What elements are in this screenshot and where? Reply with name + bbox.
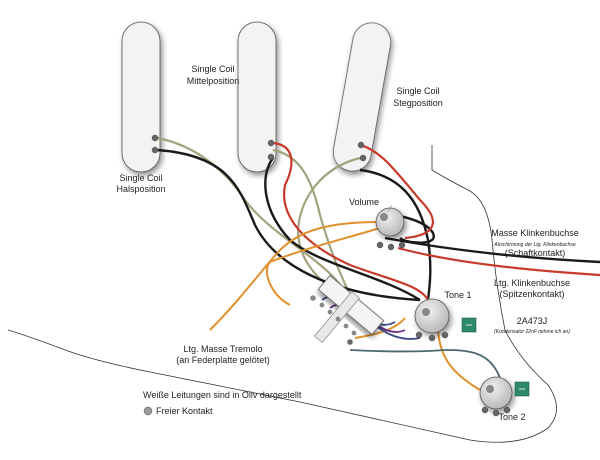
label-jack-signal: Ltg. Klinkenbuchse (494, 278, 570, 288)
label-tone2: Tone 2 (498, 412, 525, 422)
pickup-bridge (332, 22, 392, 172)
pickup-neck (121, 21, 161, 173)
pickup-contacts (151, 134, 367, 162)
label-legend-free: Freier Kontakt (156, 406, 213, 416)
label-tone1: Tone 1 (444, 290, 471, 300)
label-volume: Volume (349, 197, 379, 207)
label-tremolo-1: Ltg. Masse Tremolo (183, 344, 262, 354)
label-capacitor-note: (Kondensator 22nF nehme ich an) (494, 329, 570, 335)
body-outline (7, 145, 557, 443)
label-legend-olive: Weiße Leitungen sind in Oliv dargestellt (143, 390, 302, 400)
label-jack-ground: Masse Klinkenbuchse (491, 228, 579, 238)
volume-pot-shaft (380, 213, 388, 221)
label-jack-signal-sub: (Spitzenkontakt) (499, 289, 564, 299)
tone2-pot-shaft (486, 385, 494, 393)
label-jack-ground-note: Abschirmung der Ltg. Klinkenbuchse (493, 242, 576, 248)
tone1-pot (414, 298, 450, 334)
tone1-leader (387, 204, 393, 213)
label-bridge-1: Single Coil (396, 86, 439, 96)
tone2-pot (479, 376, 513, 410)
volume-pot (375, 207, 405, 237)
label-jack-ground-sub: (Schaftkontakt) (505, 248, 566, 258)
label-capacitor: 2A473J (517, 316, 548, 326)
label-middle-1: Single Coil (191, 64, 234, 74)
label-neck-1: Single Coil (119, 173, 162, 183)
tone1-pot-shaft (422, 308, 430, 316)
switch-contacts (310, 295, 357, 345)
five-way-switch (314, 275, 385, 343)
legend-free-contact-dot (143, 406, 153, 416)
pickup-middle (237, 21, 277, 173)
pot-contacts (376, 241, 511, 417)
label-tremolo-2: (an Federplatte gelötet) (176, 355, 270, 365)
black-wires (156, 148, 600, 302)
label-neck-2: Halsposition (116, 184, 165, 194)
red-wires (272, 141, 600, 301)
label-bridge-2: Stegposition (393, 98, 443, 108)
label-middle-2: Mittelposition (187, 76, 240, 86)
